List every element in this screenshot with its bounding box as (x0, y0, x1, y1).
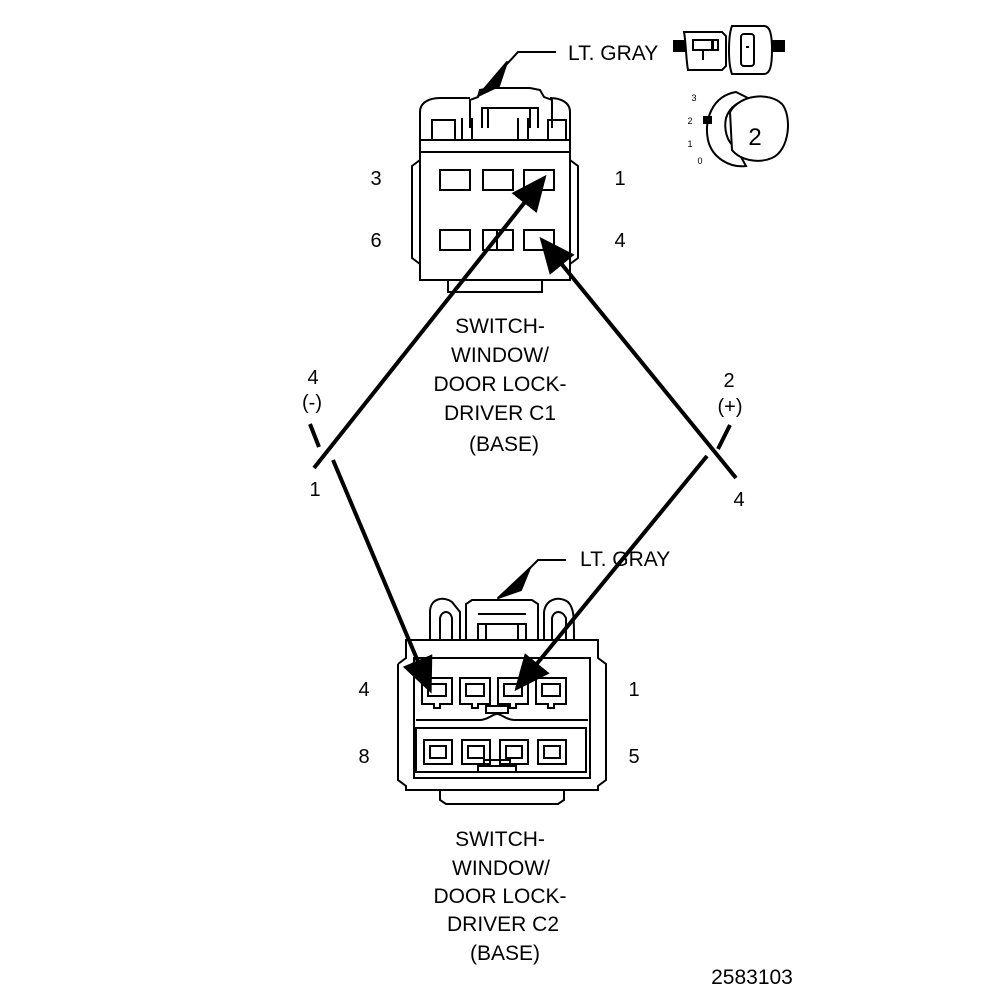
jumper-left-lead (308, 423, 321, 448)
c1-cavity-6 (439, 229, 471, 251)
c2-pin-label-top-right: 1 (628, 679, 639, 701)
jumper-right-end-label: 4 (733, 489, 744, 511)
c1-pin-label-bottom-right: 4 (614, 230, 625, 252)
c1-name: SWITCH- WINDOW/ DOOR LOCK- DRIVER C1 (BA… (433, 315, 566, 456)
c2-name: SWITCH- WINDOW/ DOOR LOCK- DRIVER C2 (BA… (433, 828, 566, 965)
c1-body (419, 139, 571, 281)
c2-lower-row (423, 739, 567, 765)
switch-position-icon (673, 25, 789, 168)
connector-c2 (397, 597, 607, 805)
c2-name-line-5: (BASE) (470, 942, 540, 965)
c2-color-label: LT. GRAY (580, 548, 670, 571)
c1-name-line-1: SWITCH- (455, 315, 545, 338)
c2-pin-label-bottom-right: 5 (628, 746, 639, 768)
jumper-wires (308, 174, 738, 694)
c1-pin-label-bottom-left: 6 (370, 230, 381, 252)
c1-pin-label-top-left: 3 (370, 168, 381, 190)
jumper-right-meter-pin: 2 (723, 370, 734, 392)
c1-latch (469, 87, 553, 128)
switch-scale-0: 0 (697, 156, 702, 166)
jumper-right-to-c1-pin4 (539, 236, 738, 480)
c1-name-line-5: (BASE) (469, 433, 539, 456)
jumper-right-to-c2-pin1 (514, 454, 709, 692)
jumper-right-polarity: (+) (718, 396, 743, 418)
c1-name-line-4: DRIVER C1 (444, 402, 556, 425)
c1-color-label: LT. GRAY (568, 42, 658, 65)
c2-name-line-2: WINDOW/ (452, 857, 550, 880)
c1-name-line-2: WINDOW/ (451, 344, 549, 367)
c2-body (405, 639, 599, 650)
c1-name-line-3: DOOR LOCK- (433, 373, 566, 396)
jumper-left-to-c1-pin1 (312, 174, 547, 470)
c1-cavity-2 (482, 169, 514, 191)
c2-pin-label-bottom-left: 8 (358, 746, 369, 768)
jumper-left-end-label: 1 (309, 479, 320, 501)
switch-scale-1: 1 (687, 139, 692, 149)
connector-c1 (411, 87, 579, 293)
jumper-left-polarity: (-) (302, 392, 322, 414)
jumper-left-to-c2-pin4 (331, 459, 433, 694)
switch-scale-3: 3 (691, 93, 696, 103)
c2-name-line-4: DRIVER C2 (447, 913, 559, 936)
switch-selected-position: 2 (748, 124, 761, 151)
jumper-right-lead (716, 424, 732, 450)
c2-latch (465, 599, 539, 640)
c2-name-line-1: SWITCH- (455, 828, 545, 851)
c2-name-line-3: DOOR LOCK- (433, 885, 566, 908)
c1-cavity-3 (439, 169, 471, 191)
figure-number: 2583103 (711, 966, 793, 989)
c2-pin-label-top-left: 4 (358, 679, 369, 701)
jumper-left-meter-pin: 4 (307, 367, 318, 389)
c2-upper-row (421, 677, 567, 709)
switch-scale-2: 2 (687, 116, 692, 126)
c1-pin-label-top-right: 1 (614, 168, 625, 190)
